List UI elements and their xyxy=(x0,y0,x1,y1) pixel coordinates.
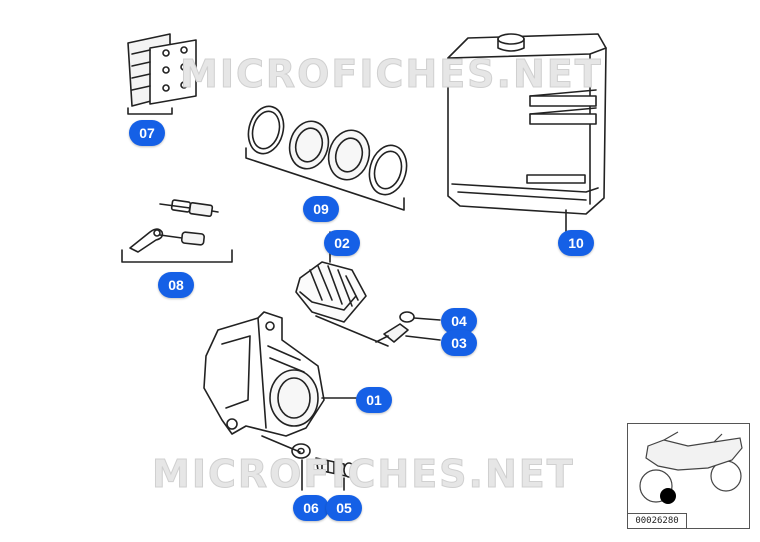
motorcycle-thumbnail: 00026280 xyxy=(627,423,750,529)
brake-pads-drawing xyxy=(127,33,197,115)
pins-drawing xyxy=(121,199,233,263)
bleeder-drawing xyxy=(375,311,441,343)
motorcycle-icon xyxy=(639,431,743,504)
callout-01[interactable]: 01 xyxy=(356,387,392,413)
callout-02[interactable]: 02 xyxy=(324,230,360,256)
callout-08[interactable]: 08 xyxy=(158,272,194,298)
callout-05[interactable]: 05 xyxy=(326,495,362,521)
callout-03[interactable]: 03 xyxy=(441,330,477,356)
callout-06[interactable]: 06 xyxy=(293,495,329,521)
caliper-body-drawing xyxy=(203,311,357,437)
bolt-drawing xyxy=(261,435,355,491)
seal-rings-drawing xyxy=(245,105,408,211)
callout-04[interactable]: 04 xyxy=(441,308,477,334)
fluid-can-drawing xyxy=(447,33,607,233)
callout-10[interactable]: 10 xyxy=(558,230,594,256)
diagram-code: 00026280 xyxy=(628,513,687,528)
caliper-cover-drawing xyxy=(295,231,389,347)
callout-07[interactable]: 07 xyxy=(129,120,165,146)
callout-09[interactable]: 09 xyxy=(303,196,339,222)
watermark-bottom: MICROFICHES.NET xyxy=(152,452,575,497)
highlight-marker xyxy=(660,488,676,504)
watermark-top: MICROFICHES.NET xyxy=(180,52,603,97)
